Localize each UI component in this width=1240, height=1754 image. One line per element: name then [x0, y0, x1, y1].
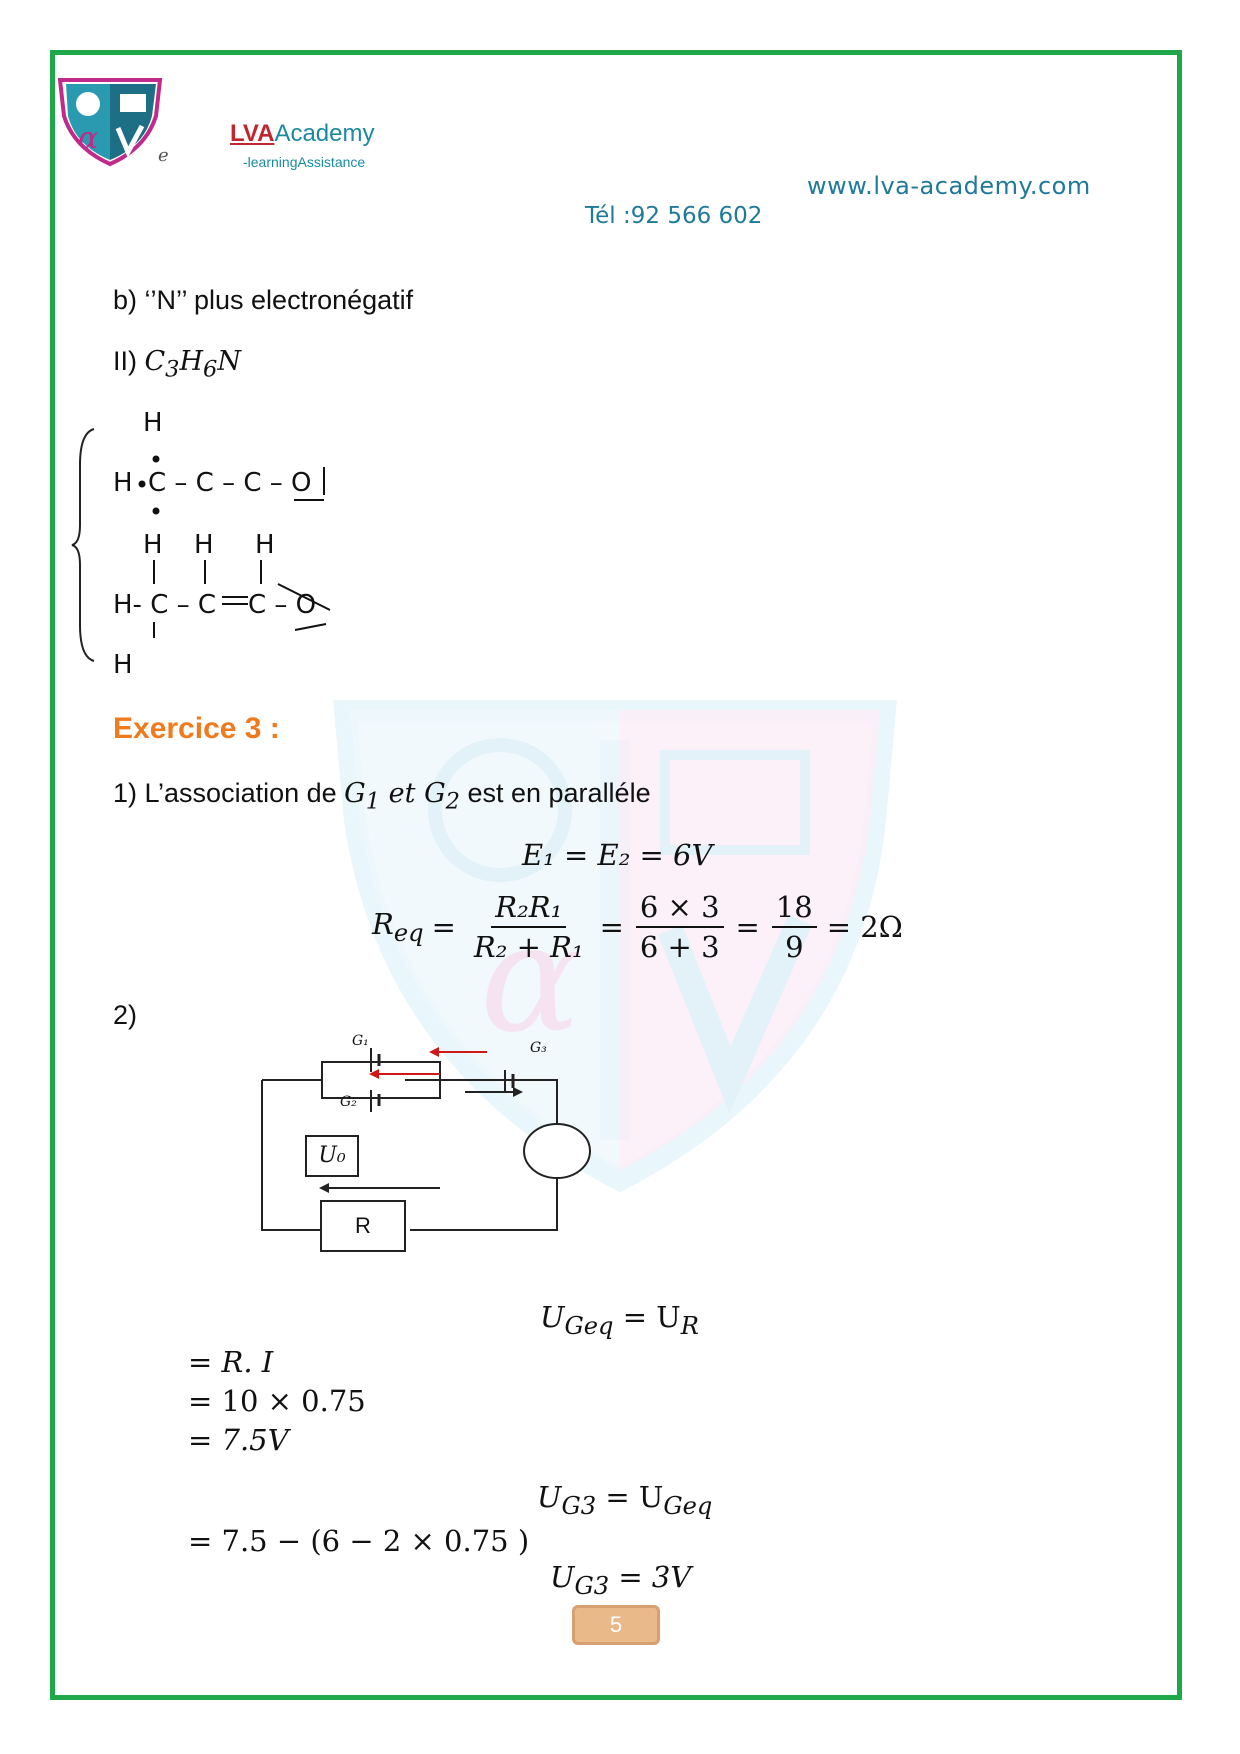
ugeq-rhs: = U — [613, 1300, 681, 1334]
question-2-label: 2) — [113, 1000, 138, 1030]
question-1: 1) L’association de G1 et G2 est en para… — [113, 778, 651, 814]
req-f3-den: 9 — [785, 930, 804, 964]
struct2-chain-end: C – O — [248, 590, 317, 620]
q1-suffix: est en paralléle — [459, 778, 651, 808]
formula-h-sub: 6 — [203, 356, 218, 383]
struct1-chain-h: H — [113, 468, 133, 498]
q1-g1-sub: 1 — [365, 788, 381, 815]
resistor-r: R — [320, 1200, 406, 1252]
req-result: = 2Ω — [826, 910, 903, 944]
req-f3-num: 18 — [771, 890, 817, 928]
req-f2-num: 6 × 3 — [635, 890, 724, 928]
phone-number: Tél :92 566 602 — [585, 203, 763, 229]
formula: C3H6N — [144, 346, 242, 382]
label-g2: G₂ — [340, 1094, 357, 1110]
svg-text:α: α — [78, 121, 98, 156]
label-g3: G₃ — [530, 1040, 547, 1056]
struct2-h-1: H — [143, 530, 163, 560]
equation-ugeq: UGeq = UR — [540, 1300, 699, 1340]
svg-text:α: α — [480, 892, 581, 1066]
struct2-chain-start: H- C – C — [113, 590, 217, 620]
q1-g1: G — [344, 778, 366, 809]
equation-ug3: UG3 = UGeq — [537, 1480, 712, 1520]
academy-logo-icon: α — [57, 78, 163, 167]
brand-prefix: LVA — [230, 120, 275, 147]
req-f2-den: 6 + 3 — [639, 930, 720, 964]
ug3-rhs: = U — [596, 1480, 664, 1514]
equation-e: E₁ = E₂ = 6V — [522, 838, 713, 872]
final-sub: G3 — [574, 1571, 610, 1600]
eq-sign-1: = — [431, 910, 456, 944]
req-lhs: Req — [372, 907, 424, 947]
struct1-chain: C – C – C – O — [148, 468, 312, 498]
part-ii-line: II) C3H6N — [113, 346, 241, 382]
brace-icon — [71, 428, 95, 662]
ug3-sub: G3 — [561, 1491, 597, 1520]
equation-final: UG3 = 3V — [550, 1560, 691, 1600]
calc-line-2: = 10 × 0.75 — [188, 1384, 366, 1418]
tagline: -learningAssistance — [243, 154, 366, 170]
exercise-title: Exercice 3 : — [113, 712, 280, 745]
formula-n: N — [217, 346, 241, 377]
q1-et: et — [380, 778, 425, 809]
final-rhs: = 3V — [609, 1560, 692, 1594]
struct2-bonds — [153, 560, 331, 638]
q1-g2-sub: 2 — [445, 788, 460, 815]
struct2-bottom-h: H — [113, 650, 133, 680]
q1-g2: G — [424, 778, 446, 809]
eq-sign-3: = — [735, 910, 760, 944]
formula-c-sub: 3 — [165, 356, 180, 383]
calc-line-3: = 7.5V — [188, 1423, 289, 1457]
eq-sign-2: = — [599, 910, 624, 944]
brand-suffix: Academy — [274, 120, 375, 147]
struct1-lone-pairs — [138, 455, 325, 515]
struct2-h-2: H — [194, 530, 214, 560]
ugeq-sub: Geq — [564, 1311, 614, 1340]
req-lhs-sub: eq — [393, 918, 424, 947]
calc-line-4: = 7.5 − (6 − 2 × 0.75 ) — [188, 1524, 530, 1558]
q1-math: G1 et G2 — [344, 778, 460, 814]
circuit-diagram — [261, 1047, 591, 1231]
final-u: U — [550, 1560, 575, 1594]
logo-letter: e — [158, 145, 169, 166]
ugeq-rhs-sub: R — [680, 1311, 699, 1340]
req-lhs-r: R — [372, 907, 394, 942]
page-number: 5 — [572, 1605, 660, 1645]
watermark-shield: α — [333, 700, 897, 1193]
struct1-top-h: H — [143, 408, 163, 438]
page-border — [50, 50, 1182, 1700]
req-f1-num: R₂R₁ — [491, 890, 567, 928]
ugeq-u: U — [540, 1300, 565, 1334]
voltmeter-u0: U₀ — [305, 1135, 359, 1177]
formula-c: C — [144, 346, 166, 377]
part-ii-label: II) — [113, 346, 145, 376]
ug3-rhs-sub: Geq — [663, 1491, 713, 1520]
ug3-u: U — [537, 1480, 562, 1514]
q1-prefix: 1) L’association de — [113, 778, 345, 808]
website-link[interactable]: www.lva-academy.com — [807, 172, 1091, 200]
brand-name: LVAAcademy — [230, 120, 374, 148]
req-f1-den: R₂ + R₁ — [473, 930, 584, 964]
part-b-line: b) ‘’N’’ plus electronégatif — [113, 285, 414, 315]
calc-line-1: = R. I — [188, 1345, 274, 1379]
label-g1: G₁ — [352, 1033, 369, 1049]
formula-h: H — [179, 346, 204, 377]
struct2-h-3: H — [255, 530, 275, 560]
